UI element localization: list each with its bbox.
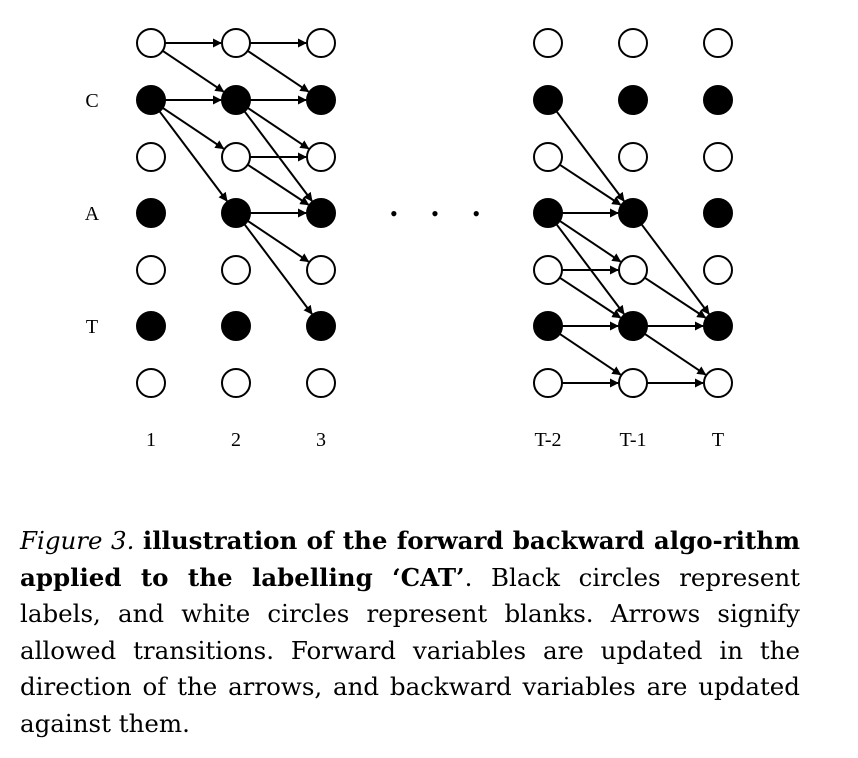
transition-arrow	[644, 332, 707, 376]
blank-node	[221, 368, 251, 398]
transition-arrows	[158, 38, 710, 388]
transition-arrow	[162, 49, 225, 93]
label-node	[533, 198, 563, 228]
lattice-nodes	[136, 28, 733, 398]
blank-node	[136, 28, 166, 58]
caption-title: illustration of the forward backward alg…	[20, 526, 800, 592]
label-node	[703, 85, 733, 115]
row-label: C	[85, 90, 98, 112]
blank-node	[136, 142, 166, 172]
label-node	[306, 85, 336, 115]
label-node	[618, 85, 648, 115]
figure-label: Figure 3.	[20, 526, 135, 555]
blank-node	[533, 368, 563, 398]
label-node	[306, 198, 336, 228]
label-node	[221, 311, 251, 341]
blank-node	[703, 368, 733, 398]
column-label: 3	[316, 429, 326, 451]
blank-node	[703, 28, 733, 58]
blank-node	[618, 255, 648, 285]
label-node	[533, 311, 563, 341]
label-node	[136, 198, 166, 228]
label-node	[136, 311, 166, 341]
transition-arrow	[559, 332, 622, 376]
blank-node	[618, 28, 648, 58]
label-node	[221, 198, 251, 228]
row-labels: C A T	[85, 90, 100, 338]
transition-arrow	[247, 49, 310, 93]
figure-caption: Figure 3. illustration of the forward ba…	[20, 523, 800, 742]
column-labels: 1 2 3 T-2 T-1 T	[146, 429, 724, 451]
blank-node	[136, 368, 166, 398]
transition-arrow	[243, 223, 313, 315]
blank-node	[618, 142, 648, 172]
transition-arrow	[555, 110, 625, 202]
label-node	[533, 85, 563, 115]
transition-arrow	[559, 219, 622, 263]
label-node	[136, 85, 166, 115]
column-label: T-2	[534, 429, 561, 451]
transition-arrow	[644, 276, 707, 319]
column-label: 2	[231, 429, 241, 451]
transition-arrow	[158, 110, 228, 202]
blank-node	[533, 255, 563, 285]
blank-node	[306, 255, 336, 285]
transition-arrow	[559, 163, 622, 206]
blank-node	[221, 255, 251, 285]
caption-body: . Black circles represent labels, and wh…	[20, 562, 801, 738]
label-node	[306, 311, 336, 341]
row-label: T	[86, 316, 98, 338]
transition-arrow	[247, 106, 310, 150]
blank-node	[703, 142, 733, 172]
column-label: T	[712, 429, 724, 451]
label-node	[618, 198, 648, 228]
blank-node	[136, 255, 166, 285]
blank-node	[221, 28, 251, 58]
label-node	[703, 311, 733, 341]
blank-node	[306, 142, 336, 172]
ellipsis: • • •	[390, 201, 494, 226]
transition-arrow	[247, 219, 310, 263]
column-label: 1	[146, 429, 156, 451]
blank-node	[306, 368, 336, 398]
blank-node	[618, 368, 648, 398]
lattice-diagram: C A T 1 2 3 T-2 T-1 T • • •	[85, 28, 733, 451]
column-label: T-1	[619, 429, 646, 451]
blank-node	[533, 142, 563, 172]
label-node	[703, 198, 733, 228]
transition-arrow	[247, 163, 310, 206]
transition-arrow	[162, 106, 225, 150]
label-node	[618, 311, 648, 341]
blank-node	[703, 255, 733, 285]
transition-arrow	[640, 223, 710, 315]
row-label: A	[85, 203, 100, 225]
transition-arrow	[559, 276, 622, 319]
blank-node	[221, 142, 251, 172]
blank-node	[306, 28, 336, 58]
blank-node	[533, 28, 563, 58]
label-node	[221, 85, 251, 115]
